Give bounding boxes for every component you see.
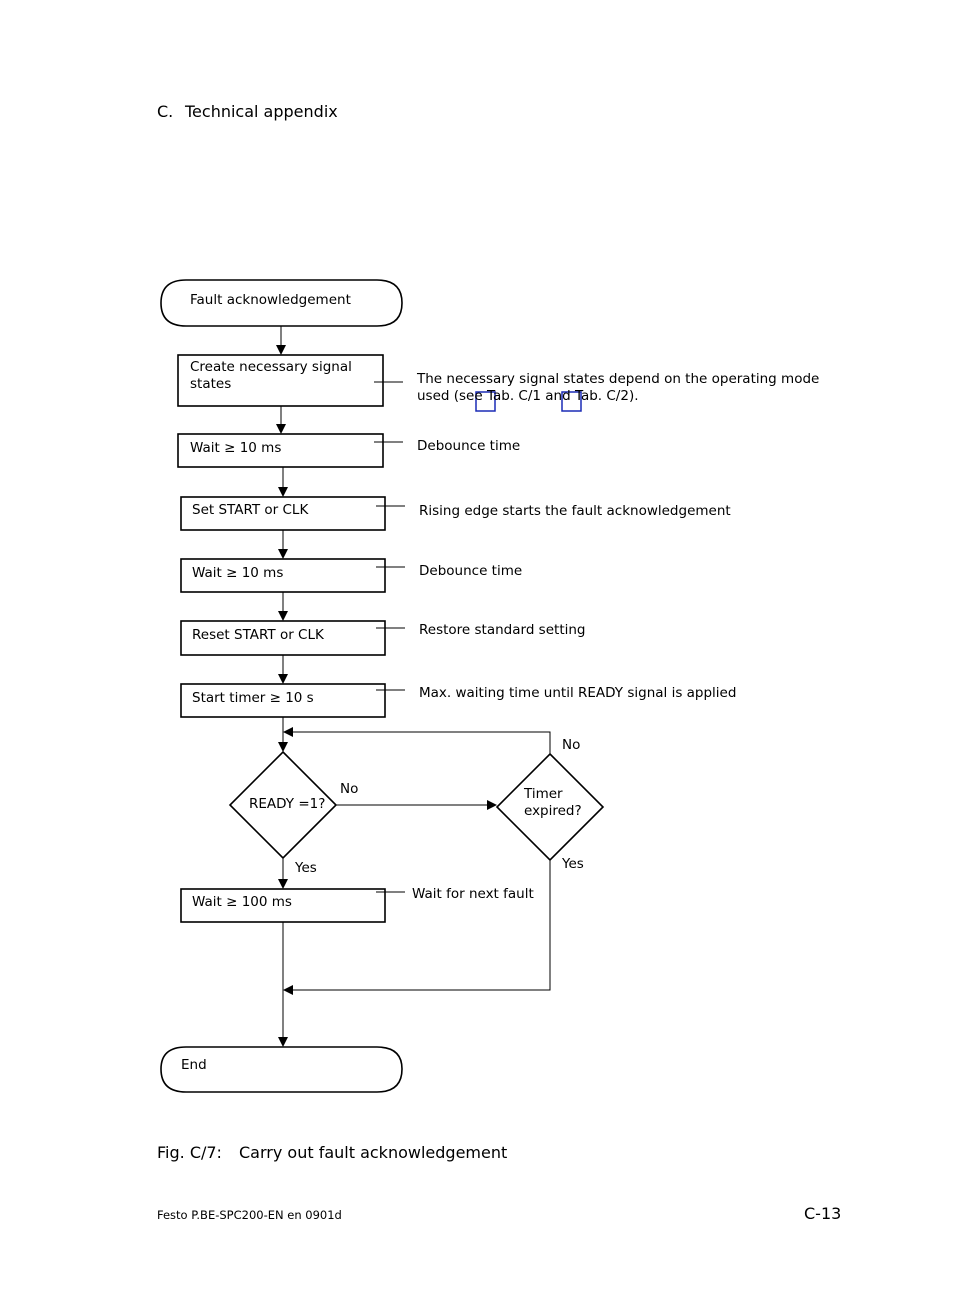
decision-timer-label: Timer expired? xyxy=(524,786,582,819)
step-box-wait-10ms-1 xyxy=(177,433,384,468)
note-wait-100ms: Wait for next fault xyxy=(412,886,534,902)
step-label-wait-100ms: Wait ≥ 100 ms xyxy=(192,894,292,910)
page-number: C-13 xyxy=(804,1204,842,1223)
section-heading: C. Technical appendix xyxy=(157,102,338,121)
end-label: End xyxy=(181,1057,207,1073)
figure-number: Fig. C/7: xyxy=(157,1143,222,1162)
note-reset-start: Restore standard setting xyxy=(419,622,586,638)
timer-yes-label: Yes xyxy=(562,856,584,872)
step-label-start-timer: Start timer ≥ 10 s xyxy=(192,690,314,706)
decision-ready-label: READY =1? xyxy=(249,796,326,812)
start-terminator xyxy=(160,279,403,327)
footer-doc-id: Festo P.BE-SPC200-EN en 0901d xyxy=(157,1208,342,1222)
note-wait-10ms-2: Debounce time xyxy=(419,563,523,579)
ready-yes-label: Yes xyxy=(295,860,317,876)
step-label-create-signal-states: Create necessary signal states xyxy=(190,359,352,392)
end-terminator xyxy=(160,1046,403,1093)
figure-caption: Fig. C/7: Carry out fault acknowledgement xyxy=(157,1143,507,1162)
ready-no-label: No xyxy=(340,781,359,797)
step-label-set-start: Set START or CLK xyxy=(192,502,309,518)
timer-no-label: No xyxy=(562,737,581,753)
note-start-timer: Max. waiting time until READY signal is … xyxy=(419,685,737,701)
figure-title: Carry out fault acknowledgement xyxy=(239,1143,508,1162)
tab-c2-link-marker[interactable] xyxy=(561,391,582,412)
step-label-wait-10ms-1: Wait ≥ 10 ms xyxy=(190,440,282,456)
step-label-reset-start: Reset START or CLK xyxy=(192,627,324,643)
step-label-wait-10ms-2: Wait ≥ 10 ms xyxy=(192,565,284,581)
note-set-start: Rising edge starts the fault acknowledge… xyxy=(419,503,731,519)
section-title: Technical appendix xyxy=(185,102,338,121)
note-create-signal-states: The necessary signal states depend on th… xyxy=(417,371,820,404)
start-label: Fault acknowledgement xyxy=(190,292,351,308)
tab-c1-link-marker[interactable] xyxy=(475,391,496,412)
note-wait-10ms-1: Debounce time xyxy=(417,438,521,454)
section-number: C. xyxy=(157,102,174,121)
connectors xyxy=(276,326,551,1047)
